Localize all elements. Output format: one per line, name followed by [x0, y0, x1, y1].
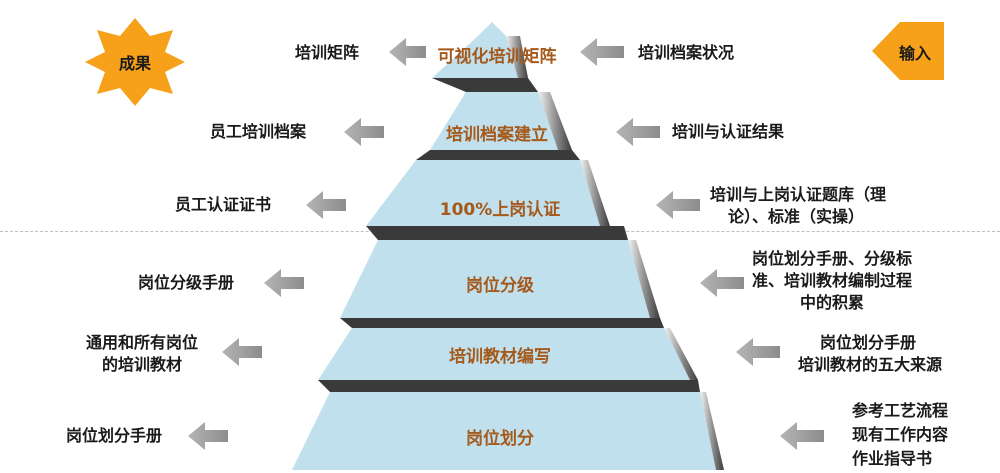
input-arrow-6	[780, 422, 824, 450]
step-5-top	[340, 318, 664, 328]
tier-6-face	[292, 392, 716, 470]
output-label-4: 岗位分级手册	[138, 273, 235, 292]
input-label-4a: 岗位划分手册、分级标	[752, 249, 913, 268]
input-arrow-1	[580, 38, 624, 66]
output-arrow-3	[306, 191, 346, 219]
output-label-1: 培训矩阵	[295, 43, 360, 62]
input-arrow-2	[616, 118, 660, 146]
input-arrow-3	[656, 191, 700, 219]
input-badge-label: 输入	[898, 44, 931, 63]
output-star	[85, 18, 185, 106]
tier-5-face	[318, 328, 690, 380]
tier-3-face	[366, 160, 600, 226]
tier-4-side	[628, 240, 660, 318]
tier-6-label: 岗位划分	[466, 429, 534, 449]
input-arrow-badge	[872, 22, 944, 80]
output-label-5b: 的培训教材	[102, 355, 183, 374]
tier-2-side	[538, 92, 572, 150]
input-label-5b: 培训教材的五大来源	[798, 355, 943, 374]
input-label-6b: 现有工作内容	[852, 425, 949, 444]
output-arrow-2	[344, 118, 384, 146]
input-label-4c: 中的积累	[800, 293, 865, 312]
input-arrow-4	[700, 269, 744, 297]
step-4-top	[366, 226, 628, 240]
input-label-4b: 准、培训教材编制过程	[752, 271, 913, 290]
output-label-6: 岗位划分手册	[66, 426, 163, 445]
step-6-top	[318, 380, 700, 392]
input-label-6a: 参考工艺流程	[852, 401, 949, 420]
input-label-6c: 作业指导书	[852, 449, 933, 468]
tier-3-side	[580, 160, 610, 226]
tier-1-side	[506, 36, 528, 78]
input-label-2: 培训与认证结果	[672, 122, 785, 141]
input-arrow-5	[736, 338, 780, 366]
tier-5-label: 培训教材编写	[449, 347, 551, 367]
output-badge-label: 成果	[118, 54, 151, 73]
input-label-3a: 培训与上岗认证题库（理	[710, 185, 887, 204]
output-arrow-6	[188, 422, 228, 450]
output-arrow-4	[264, 269, 304, 297]
output-label-3: 员工认证证书	[175, 195, 272, 214]
tier-1-label: 可视化培训矩阵	[437, 47, 557, 67]
step-2-top	[432, 78, 538, 92]
input-label-3b: 论）、标准（实操）	[728, 207, 865, 226]
tier-2-label: 培训档案建立	[446, 125, 548, 145]
input-label-5a: 岗位划分手册	[820, 333, 917, 352]
output-arrow-5	[222, 338, 262, 366]
output-label-5a: 通用和所有岗位	[86, 333, 199, 352]
pyramid-apex	[478, 22, 506, 36]
tier-5-side	[664, 328, 698, 380]
input-label-1: 培训档案状况	[638, 43, 735, 62]
tier-2-face	[430, 92, 558, 150]
tier-4-face	[340, 240, 650, 318]
output-label-2: 员工培训档案	[210, 122, 307, 141]
tier-4-label: 岗位分级	[466, 276, 534, 296]
tier-6-side	[700, 392, 724, 470]
step-3-top	[416, 150, 580, 160]
tier-3-label: 100%上岗认证	[439, 200, 561, 220]
tier-1-face	[432, 36, 518, 78]
output-arrow-1	[389, 38, 426, 66]
